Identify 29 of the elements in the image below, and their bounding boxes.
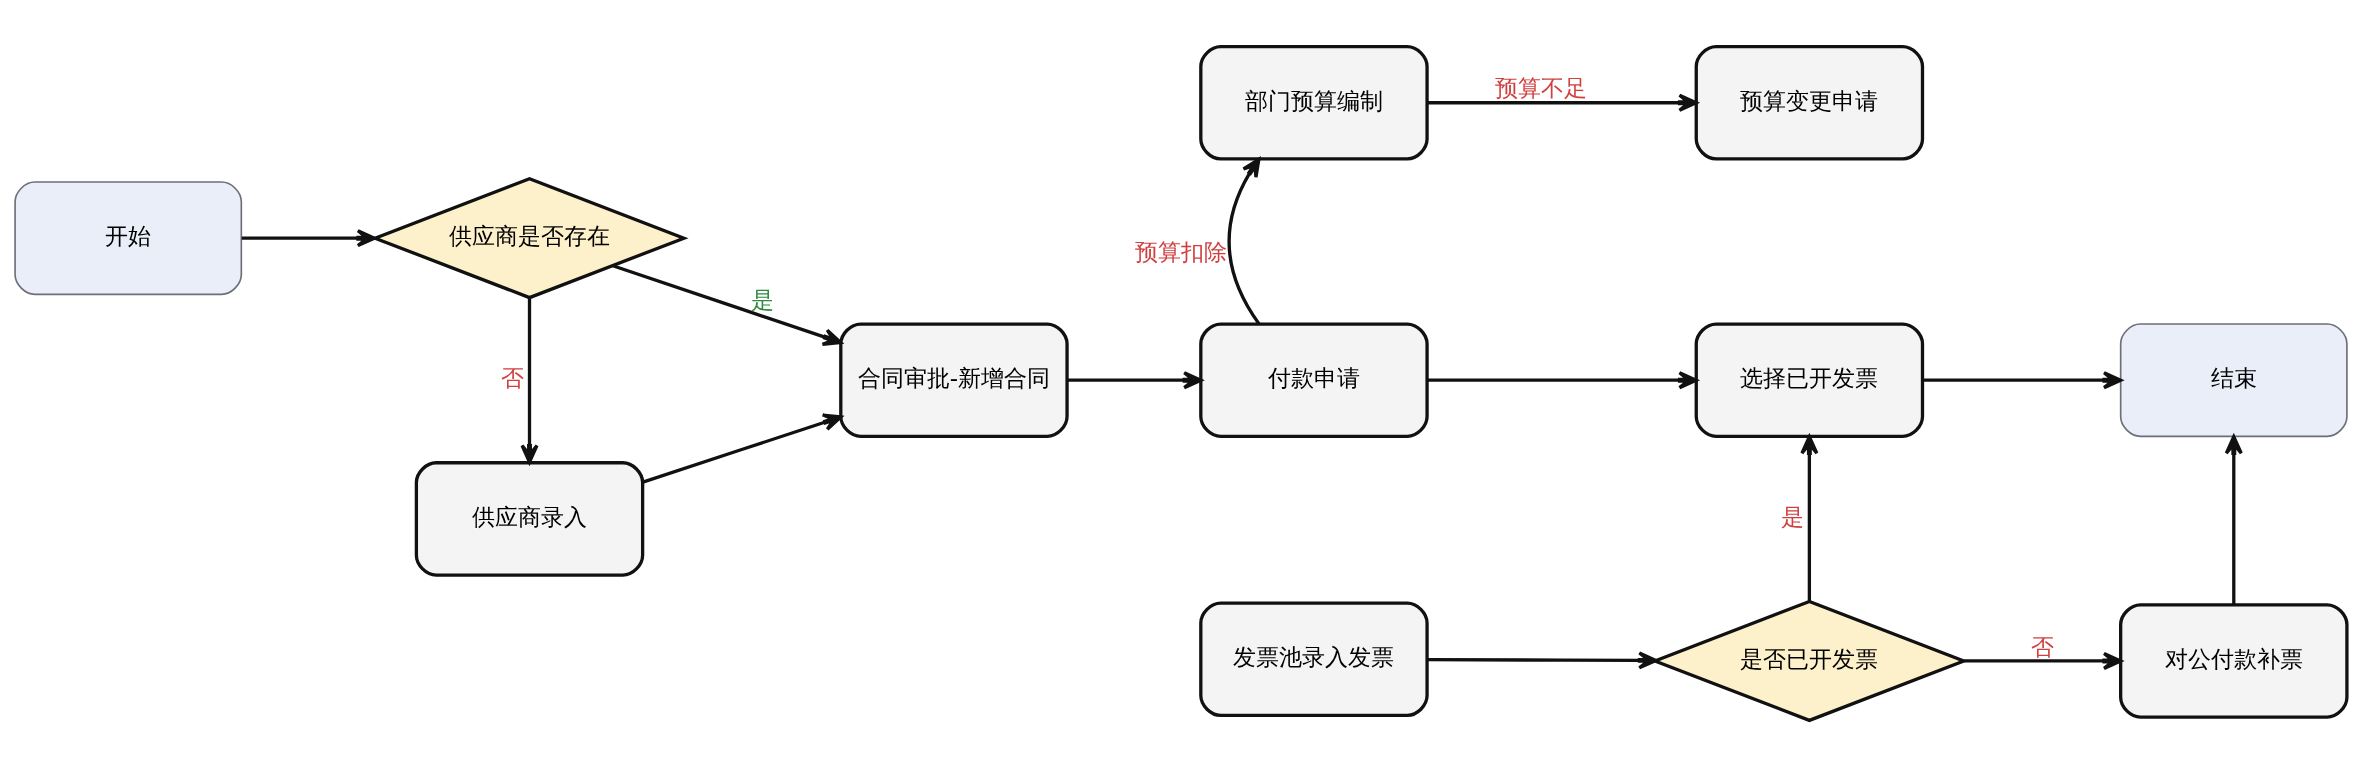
node-box: 开始 xyxy=(14,180,243,295)
arrow xyxy=(2224,434,2243,604)
node-box: 部门预算编制 xyxy=(1199,44,1429,161)
edge-label: 否 xyxy=(2030,633,2054,660)
arrow xyxy=(520,297,539,464)
node-box: 选择已开发票 xyxy=(1694,321,1925,438)
arrow xyxy=(1227,157,1261,325)
node-box: 合同审批-新增合同 xyxy=(839,321,1069,438)
node-box: 对公付款补票 xyxy=(2119,602,2349,719)
arrow xyxy=(642,412,843,484)
node-box: 供应商录入 xyxy=(414,460,645,577)
node-box: 付款申请 xyxy=(1199,321,1429,438)
node-box: 结束 xyxy=(2119,322,2348,437)
edge-label: 预算扣除 xyxy=(1135,238,1228,265)
edge-label: 否 xyxy=(500,364,524,391)
arrow xyxy=(1427,93,1698,112)
arrow xyxy=(1427,650,1658,669)
arrow xyxy=(1067,370,1203,389)
arrow xyxy=(1922,370,2123,389)
arrow xyxy=(1964,651,2123,670)
arrow xyxy=(1800,434,1819,601)
arrow xyxy=(241,228,377,247)
node-box: 预算变更申请 xyxy=(1694,44,1925,161)
edge-label: 是 xyxy=(1780,503,1804,530)
edge-label: 是 xyxy=(750,286,774,313)
arrow xyxy=(1427,370,1698,389)
edge-label: 预算不足 xyxy=(1495,74,1588,101)
arrow xyxy=(612,263,843,346)
node-box: 发票池录入发票 xyxy=(1199,601,1429,717)
